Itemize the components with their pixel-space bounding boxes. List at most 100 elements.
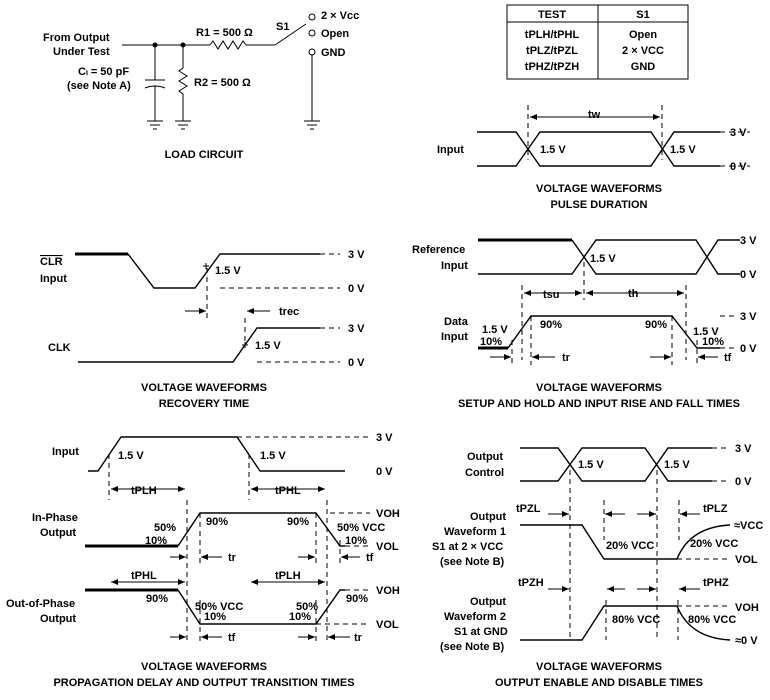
w1-label-3: S1 at 2 × VCC [432, 541, 503, 553]
w2-label-2: Waveform 2 [444, 611, 506, 623]
pos-open-label: Open [321, 28, 349, 40]
w1-waveform [520, 524, 731, 560]
ref-15v: 1.5 V [590, 253, 616, 265]
enable-caption-1: VOLTAGE WAVEFORMS [536, 661, 662, 673]
table-cell-test-1: tPLH/tPHL [525, 29, 580, 41]
recovery-0v-a: 0 V [348, 283, 365, 295]
oc-label-2: Control [465, 467, 504, 479]
inphase-tr-tf-guides [199, 513, 341, 565]
inphase-50: 50% [154, 522, 176, 534]
outphase-50vcc: 50% VCC [195, 601, 243, 613]
outphase-90b: 90% [346, 593, 368, 605]
prop-0v: 0 V [376, 466, 393, 478]
pulse-15v-a: 1.5 V [540, 144, 566, 156]
tsu-th-guides [521, 262, 687, 360]
tr2-label: tr [354, 632, 363, 644]
s1-table: TEST S1 tPLH/tPHL Open tPLZ/tPZL 2 × VCC… [506, 4, 689, 80]
table-cell-s1-2: 2 × VCC [622, 45, 664, 57]
recovery-time: CLR Input 1.5 V trec 3 V 0 V CLK 1.5 V 3… [40, 249, 365, 410]
prop-input-label: Input [52, 446, 79, 458]
setup-0v-b: 0 V [740, 343, 757, 355]
clk-waveform [78, 327, 320, 363]
pos-2vcc-label: 2 × Vᴄᴄ [321, 10, 359, 22]
clk-ref-lines [257, 327, 340, 363]
pulse-tw-label: tw [588, 109, 601, 121]
setup-0v-a: 0 V [740, 269, 757, 281]
pulse-caption-1: VOLTAGE WAVEFORMS [536, 183, 662, 195]
prop-input-waveform [88, 436, 345, 472]
data-ref-lines [720, 315, 738, 349]
outphase-10a: 10% [204, 611, 226, 623]
oc-waveform-a [520, 447, 712, 482]
cl-note: (see Note A) [67, 80, 131, 92]
inphase-10a: 10% [145, 535, 167, 547]
tplh2-label: tPLH [275, 570, 301, 582]
tplz-label: tPLZ [703, 503, 728, 515]
inphase-voh: VOH [376, 508, 400, 520]
pulse-0v: 0 V [730, 161, 747, 173]
ref-waveform-b [571, 239, 740, 275]
data-15v-b: 1.5 V [693, 326, 719, 338]
w2-80-b: 80% VCC [688, 614, 736, 626]
w1-20-a: 20% VCC [606, 540, 654, 552]
pulse-tw-guides [527, 105, 663, 160]
pos-2vcc-terminal [308, 13, 316, 21]
w1-20-b: 20% VCC [690, 538, 738, 550]
oc-15v-b: 1.5 V [664, 459, 690, 471]
outphase-50: 50% [296, 601, 318, 613]
clk-15v: 1.5 V [255, 340, 281, 352]
recovery-caption-2: RECOVERY TIME [159, 398, 249, 410]
clr-15v: 1.5 V [215, 265, 241, 277]
tf2-label: tf [228, 632, 236, 644]
clk-label: CLK [48, 342, 71, 354]
w1-vcc-approx: ≈VCC [734, 520, 763, 532]
tphl2-label: tPHL [131, 570, 157, 582]
outphase-ref-lines [316, 589, 370, 625]
tsu-label: tsu [543, 289, 560, 301]
load-circuit-caption: LOAD CIRCUIT [165, 149, 244, 161]
prop-15v-a: 1.5 V [118, 450, 144, 462]
data-input-label-2: Input [441, 331, 468, 343]
inphase-vol: VOL [376, 541, 399, 553]
tphl1-label: tPHL [275, 485, 301, 497]
enable-level-guides [603, 500, 680, 640]
ref-input-label-2: Input [441, 260, 468, 272]
inphase-waveform [177, 512, 345, 547]
r2-resistor [175, 45, 191, 130]
setup-caption-2: SETUP AND HOLD AND INPUT RISE AND FALL T… [458, 398, 740, 410]
from-output-label-2: Under Test [53, 46, 110, 58]
clr-waveform [127, 253, 320, 289]
w2-zero-approx: ≈0 V [735, 635, 758, 647]
prop-delay-guides [108, 454, 328, 640]
outphase-label-1: Out-of-Phase [6, 598, 75, 610]
pulse-waveform-high [477, 131, 720, 167]
w1-vol: VOL [735, 554, 758, 566]
oc-ref-lines [712, 447, 730, 482]
table-header-s1: S1 [636, 9, 649, 21]
pulse-3v: 3 V [730, 127, 747, 139]
w2-voh: VOH [735, 602, 759, 614]
pulse-input-label: Input [437, 144, 464, 156]
setup-3v-a: 3 V [740, 235, 757, 247]
prop-caption-2: PROPAGATION DELAY AND OUTPUT TRANSITION … [53, 677, 354, 689]
pulse-ref-lines [720, 131, 750, 167]
th-label: th [628, 288, 639, 300]
data-input-label-1: Data [444, 316, 469, 328]
w2-waveform [520, 605, 731, 641]
outphase-10b: 10% [289, 611, 311, 623]
cl-capacitor-icon [144, 45, 166, 130]
data-10-b: 10% [702, 336, 724, 348]
r2-label: R2 = 500 Ω [194, 77, 251, 89]
tf1-label: tf [366, 552, 374, 564]
w2-label-3: S1 at GND [454, 626, 508, 638]
inphase-90a: 90% [206, 516, 228, 528]
data-15v-a: 1.5 V [482, 324, 508, 336]
oc-waveform-b [520, 447, 712, 482]
cl-label: Cₗ = 50 pF [78, 66, 129, 78]
recovery-0v-b: 0 V [348, 357, 365, 369]
s1-switch-arm [274, 23, 307, 46]
inphase-90b: 90% [287, 516, 309, 528]
from-output-label-1: From Output [43, 32, 110, 44]
tplh1-label: tPLH [131, 485, 157, 497]
